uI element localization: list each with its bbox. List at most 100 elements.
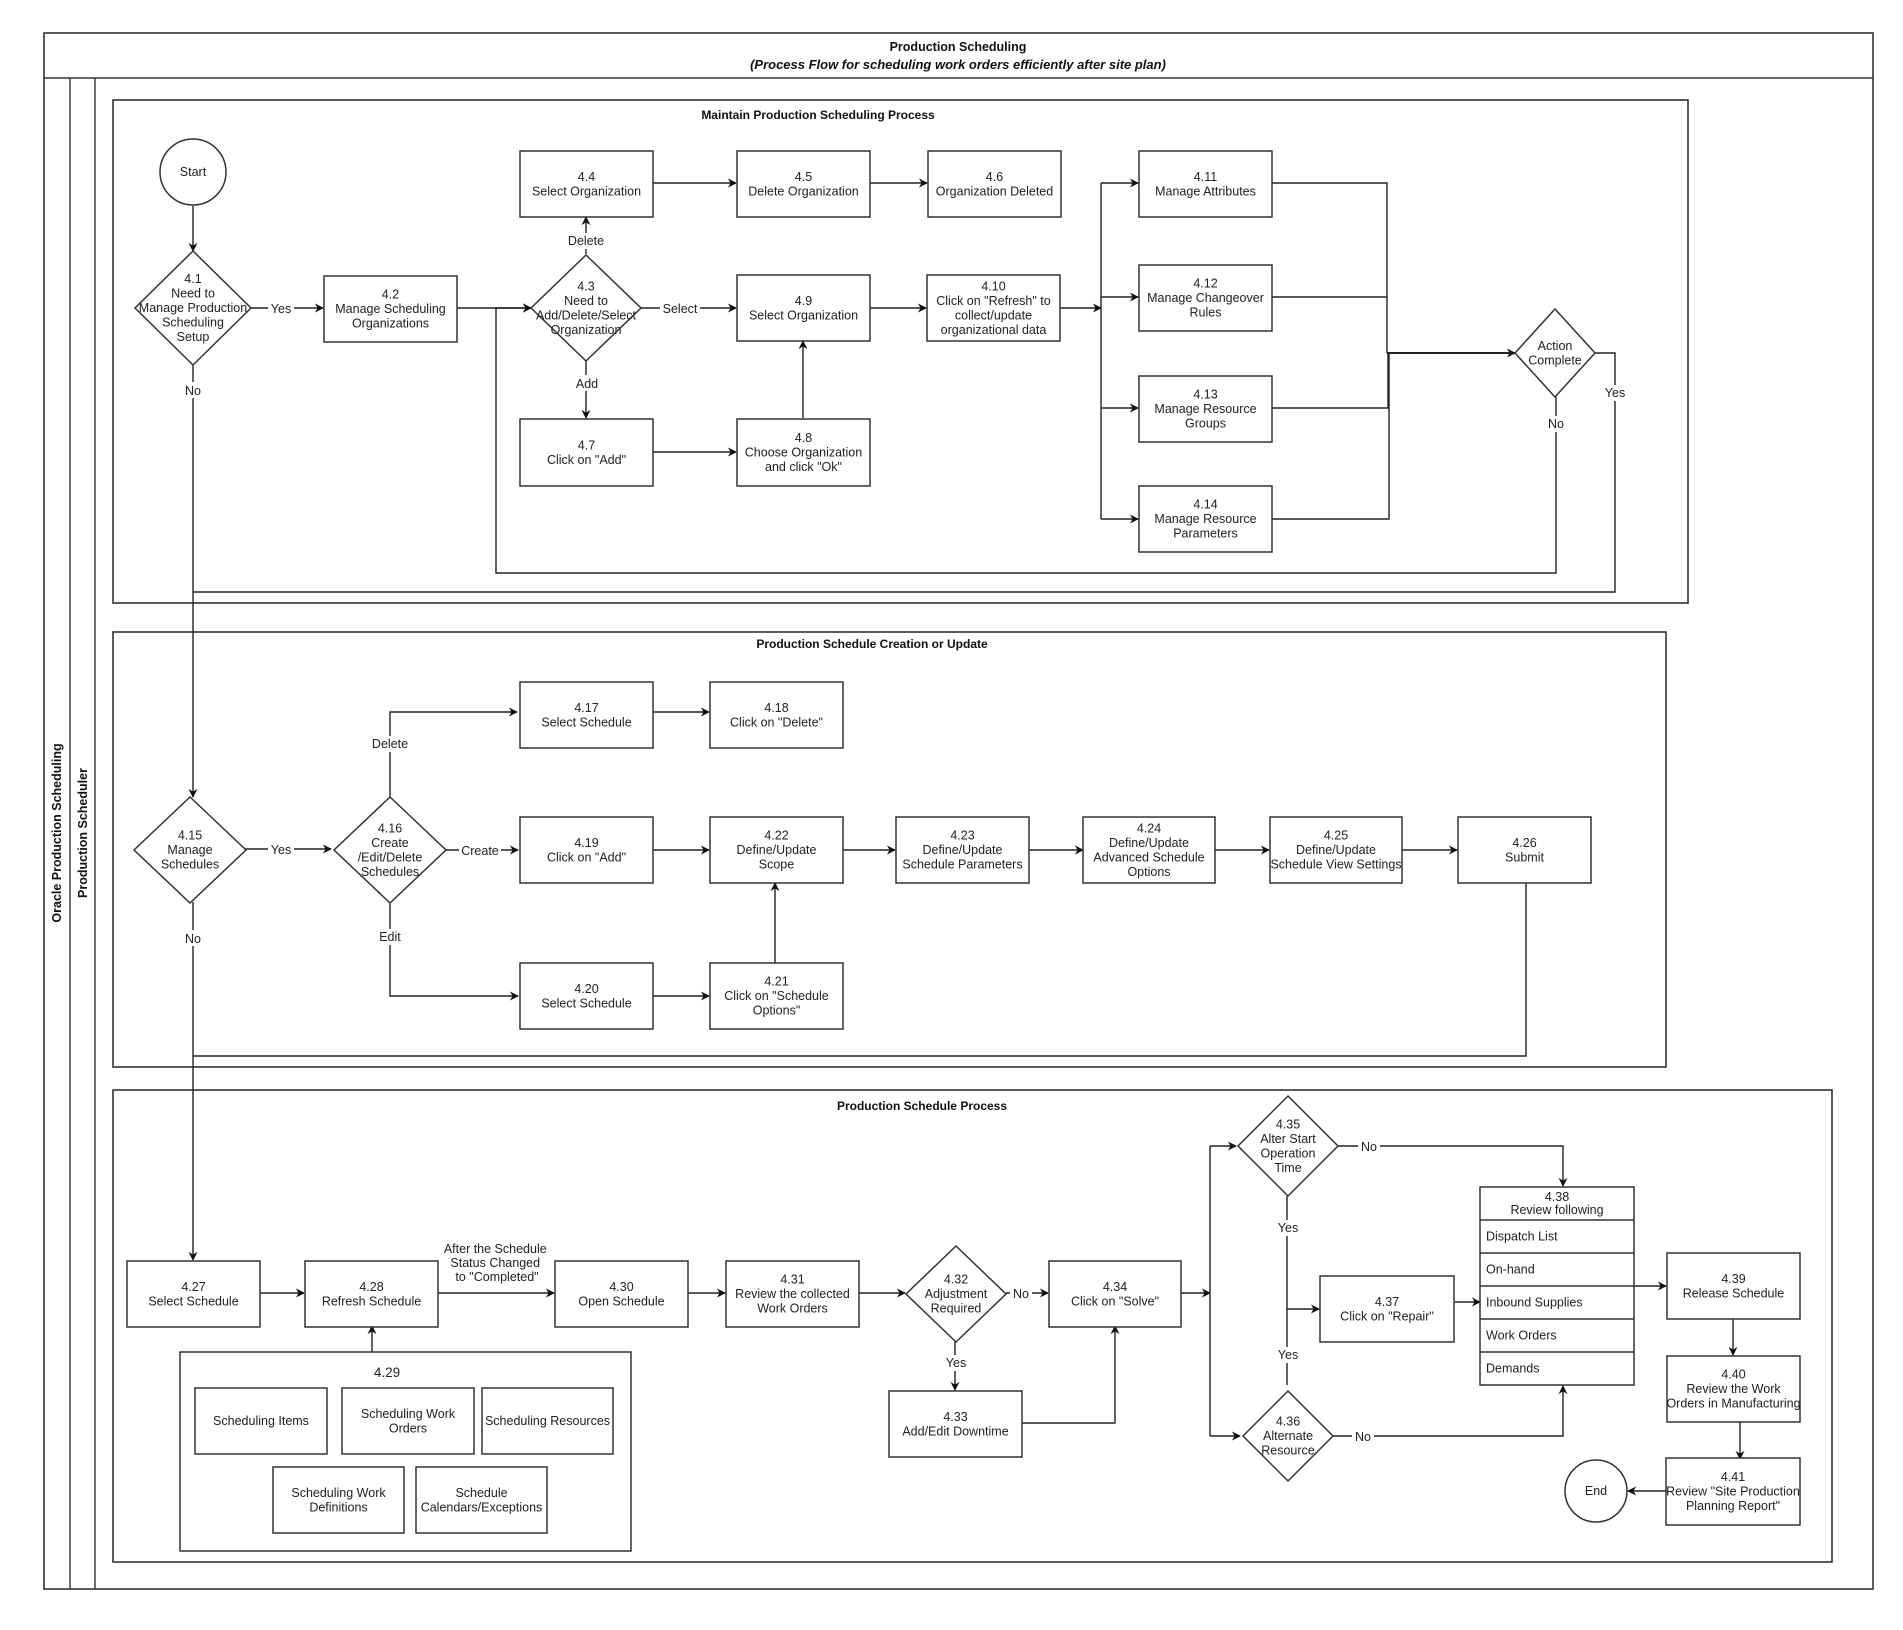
decision-diamond [1513, 307, 1597, 399]
process-box [725, 1260, 860, 1328]
edge-4.16-delete-4.17 [389, 707, 518, 797]
process-box [323, 275, 458, 343]
process-box [736, 150, 871, 218]
data-item-scheduling-items[interactable]: Scheduling Items [194, 1387, 328, 1455]
process-box [1665, 1457, 1801, 1526]
lane-label-oracle-production-scheduling: Oracle Production Scheduling [50, 743, 64, 922]
process-step-4.29-label: 4.29 [374, 1365, 400, 1380]
start-terminator[interactable]: Start [159, 138, 227, 206]
data-item-scheduling-resources[interactable]: Scheduling Resources [481, 1387, 614, 1455]
process-box [1666, 1355, 1801, 1423]
edge-action-no-loop [495, 303, 1557, 574]
edge-label-select: Select [663, 302, 698, 316]
process-box [519, 418, 654, 487]
table-row[interactable]: On-hand [1486, 1263, 1535, 1277]
process-box [554, 1260, 689, 1328]
table-row[interactable]: Dispatch List [1486, 1230, 1558, 1244]
edge-label-yes: Yes [271, 843, 291, 857]
section-title-maintain: Maintain Production Scheduling Process [701, 108, 935, 122]
process-box [736, 418, 871, 487]
edge-4.35-no-4.38 [1334, 1145, 1568, 1187]
table-row[interactable]: Inbound Supplies [1486, 1296, 1583, 1310]
end-terminator-label: End [1585, 1484, 1607, 1498]
data-item-box [481, 1387, 614, 1455]
edge-label-no: No [1361, 1140, 1377, 1154]
edge-label-add: Add [576, 377, 598, 391]
end-terminator[interactable]: End [1564, 1459, 1628, 1523]
process-box [1138, 375, 1273, 443]
edge-label-status-changed: After the Schedule Status Changed to "Co… [444, 1242, 550, 1284]
table-row[interactable]: Work Orders [1486, 1329, 1557, 1343]
process-box [519, 816, 654, 884]
edge-4.16-edit-4.20 [389, 902, 519, 1001]
section-process-frame [112, 1089, 1833, 1563]
process-box [926, 274, 1061, 342]
process-box [895, 816, 1030, 884]
diagram-subtitle: (Process Flow for scheduling work orders… [750, 57, 1166, 72]
edge-label-edit: Edit [379, 930, 401, 944]
section-title-creation: Production Schedule Creation or Update [756, 637, 988, 651]
edge-4.11-merge [1258, 182, 1388, 353]
table-row[interactable]: Demands [1486, 1362, 1540, 1376]
start-terminator-label: Start [180, 165, 207, 179]
